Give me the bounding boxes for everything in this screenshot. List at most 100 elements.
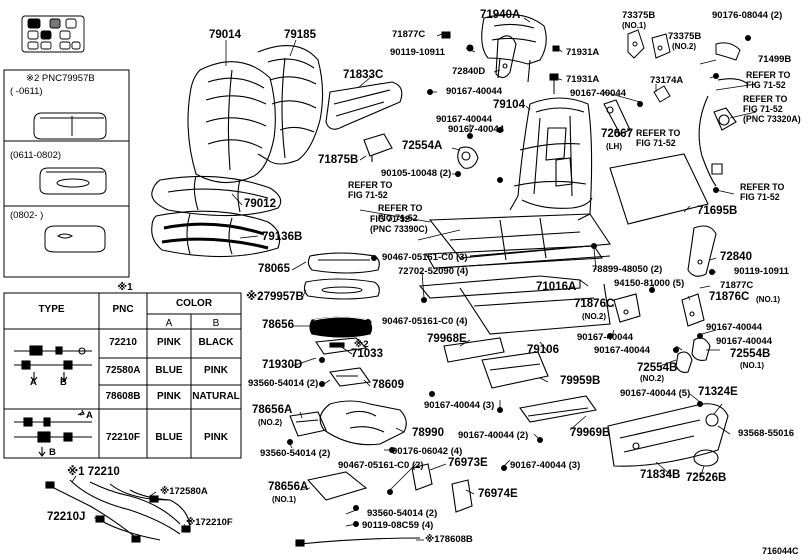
table-header-type: TYPE	[38, 304, 65, 315]
hinge-cover-72840d	[495, 35, 517, 79]
part-label-71033: 71033	[351, 348, 383, 360]
part-label-79136b: 79136B	[262, 231, 303, 243]
part-label-90167-40044-c: 90167-40044	[448, 124, 504, 135]
part-label-71833c: 71833C	[343, 69, 384, 81]
part-label-71931a-b: 71931A	[566, 74, 600, 85]
part-label-71324e: 71324E	[698, 386, 738, 398]
side-shield-71833c	[325, 81, 403, 130]
part-label-72554b-no1: 72554B	[730, 348, 771, 360]
part-label-90167-40044-3a: 90167-40044 (3)	[424, 400, 495, 411]
bolt-71931a	[549, 45, 560, 94]
module-78609	[329, 367, 371, 387]
panel-78656	[309, 316, 373, 338]
part-label-71875b: 71875B	[318, 154, 359, 166]
pad-78065	[307, 252, 380, 274]
table-header-b: B	[212, 318, 220, 329]
part-label-90167-40044-2: 90167-40044 (2)	[458, 430, 529, 441]
part-label-71499b: 71499B	[758, 54, 792, 65]
part-qual-71876c-no1: (NO.1)	[756, 295, 780, 304]
control-71033	[315, 337, 368, 355]
buckle-72667	[603, 99, 631, 135]
cover-72554b-no2	[675, 351, 693, 373]
part-label-79957b: ※279957B	[246, 291, 304, 303]
table-row-1-a: PINK	[157, 337, 181, 348]
seatbelt-assembly	[698, 78, 749, 187]
part-label-90167-40044-g: 90167-40044	[706, 322, 762, 333]
part-label-79969b: 79969B	[570, 427, 611, 439]
wire-harness-group	[45, 479, 191, 543]
hinge-cover-72840	[687, 225, 717, 277]
part-label-90119-10911-top: 90119-10911	[390, 47, 445, 58]
table-header-pnc: PNC	[112, 304, 134, 315]
trim-73375b-no2	[651, 33, 671, 59]
seat-track-frame	[418, 213, 611, 335]
side-shield-71834b	[607, 403, 729, 467]
part-label-90167-40044-a: 90167-40044	[446, 86, 502, 97]
knob-72526b	[693, 449, 719, 467]
part-label-72840d: 72840D	[452, 66, 486, 77]
wire-harness-78608b	[295, 537, 421, 547]
part-label-71834b: 71834B	[640, 469, 681, 481]
part-label-78065: 78065	[258, 263, 290, 275]
pnc-range-1: ( -0611)	[10, 86, 43, 97]
part-label-90167-40044-d: 90167-40044	[570, 88, 626, 99]
part-label-79959b: 79959B	[560, 375, 601, 387]
table-row-4-b: PINK	[204, 432, 228, 443]
cover-72554a	[457, 146, 479, 169]
table-row-3-a: PINK	[157, 391, 181, 402]
part-label-72210j: 72210J	[47, 511, 86, 523]
pnc-range-2: (0611-0802)	[10, 150, 62, 161]
clip-73174a	[653, 85, 671, 103]
part-label-90167-40044-3b: 90167-40044 (3)	[510, 460, 581, 471]
part-label-71695b: 71695B	[697, 205, 738, 217]
type-mark-a-1: A	[30, 377, 37, 388]
part-label-78608b: ※178608B	[425, 534, 473, 545]
part-qual-71876c-no2: (NO.2)	[582, 312, 606, 321]
part-label-72580a: ※172580A	[160, 486, 208, 497]
part-qual-73375b-no1: (NO.1)	[622, 21, 646, 30]
part-label-71931a-a: 71931A	[566, 47, 600, 58]
part-label-90167-40044-e: 90167-40044	[577, 332, 633, 343]
table-header-color: COLOR	[175, 298, 213, 309]
cover-79959b	[481, 351, 549, 389]
part-label-93560-54014-b: 93560-54014 (2)	[260, 448, 331, 459]
part-label-90167-40044-h: 90167-40044	[716, 336, 772, 347]
trim-73375b-no1	[627, 29, 645, 59]
cover-76973e	[411, 463, 433, 491]
leader-lines	[71, 17, 757, 541]
part-label-71876c-no2: 71876C	[574, 298, 615, 310]
part-label-90119-10911-b: 90119-10911	[734, 266, 789, 277]
type-mark-b-2: B	[49, 447, 56, 458]
part-label-72702-52090: 72702-52090 (4)	[398, 266, 469, 277]
cover-79968e	[443, 337, 505, 363]
refer-note-7: FIG 71-52(PNC 73390C)	[370, 214, 428, 234]
pad-variant-2	[39, 167, 107, 195]
pnc-box-title: ※2 PNC79957B	[26, 73, 95, 84]
part-label-90105-10048: 90105-10048 (2)	[381, 168, 452, 179]
seat-back-cover	[187, 61, 276, 184]
part-label-78899-48050: 78899-48050 (2)	[592, 264, 663, 275]
part-label-94150-81000: 94150-81000 (5)	[614, 278, 685, 289]
part-label-90119-08c59: 90119-08C59 (4)	[362, 520, 434, 531]
type-mark-a-2: A	[86, 410, 93, 421]
table-row-1-pnc: 72210	[109, 337, 137, 348]
part-label-71877c-top: 71877C	[392, 29, 426, 40]
part-qual-72667: (LH)	[606, 142, 622, 151]
table-row-3-b: NATURAL	[192, 391, 240, 402]
part-label-71877c-b: 71877C	[720, 280, 754, 291]
clip-71324e	[705, 413, 719, 427]
part-label-72667: 72667	[601, 128, 633, 140]
part-label-71940a: 71940A	[480, 9, 521, 21]
seat-cushion-pad	[151, 210, 281, 258]
part-label-79968e: 79968E	[427, 333, 467, 345]
color-table-grid	[3, 292, 242, 459]
part-qual-78656a-no2: (NO.2)	[258, 418, 282, 427]
pnc-79957b-box	[3, 69, 130, 278]
headrest	[481, 13, 547, 83]
part-label-90167-40044-5: 90167-40044 (5)	[620, 388, 691, 399]
part-label-79012: 79012	[244, 198, 276, 210]
part-label-76973e: 76973E	[448, 457, 488, 469]
